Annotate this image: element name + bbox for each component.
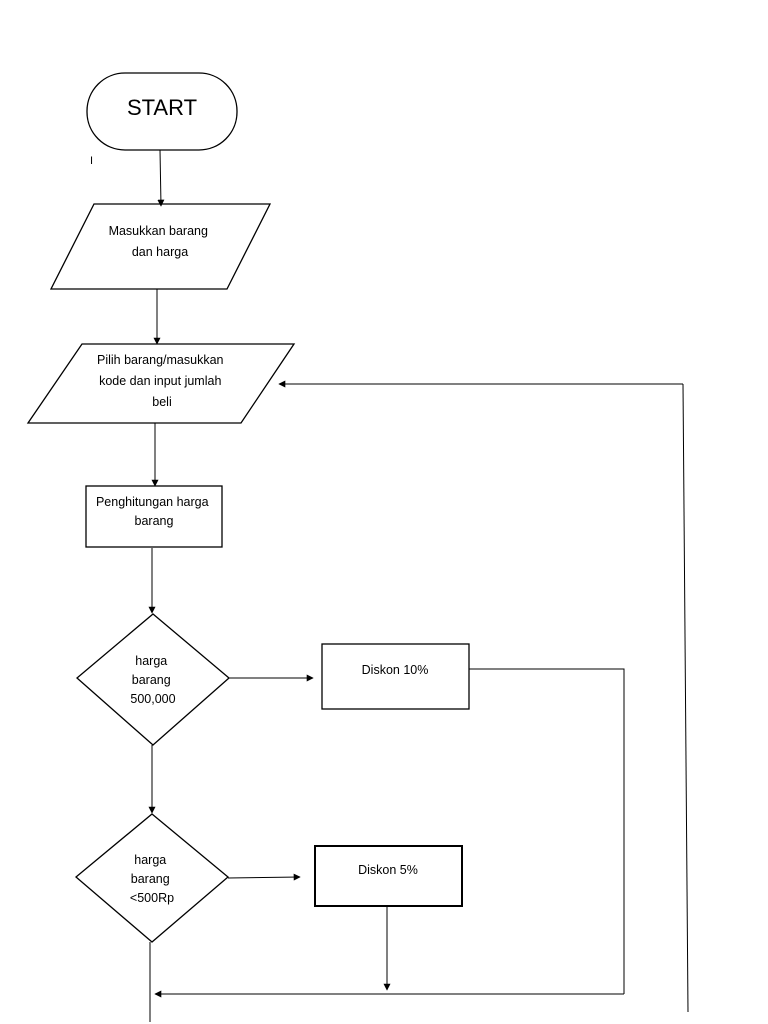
calc-price-label: Penghitungan harga barang: [96, 495, 212, 528]
decision-500000-label: harga barang 500,000: [130, 654, 175, 706]
connector-loop-back-vertical: [682, 383, 689, 1013]
discount-5-label: Diskon 5%: [358, 863, 418, 877]
input-goods-parallelogram: Masukkan barang dan harga: [49, 203, 272, 290]
stray-mark: I: [90, 155, 93, 167]
discount-10-process: Diskon 10%: [321, 643, 470, 710]
start-terminator: START: [86, 72, 238, 151]
calc-price-process: Penghitungan harga barang: [85, 485, 223, 548]
connector-discount10-return: [469, 668, 625, 994]
select-goods-parallelogram: Pilih barang/masukkan kode dan input jum…: [26, 343, 296, 424]
start-label: START: [127, 95, 197, 120]
select-goods-label: Pilih barang/masukkan kode dan input jum…: [97, 353, 227, 409]
decision-500000-diamond: harga barang 500,000: [76, 613, 230, 746]
decision-500rp-diamond: harga barang <500Rp: [74, 813, 230, 943]
decision-500rp-label: harga barang <500Rp: [130, 853, 174, 905]
connector-decision2-to-discount5: [227, 873, 301, 881]
discount-5-process: Diskon 5%: [314, 845, 463, 907]
connectors: [148, 149, 689, 1022]
connector-start-to-input: [157, 149, 165, 207]
discount-10-label: Diskon 10%: [362, 663, 429, 677]
input-goods-label: Masukkan barang dan harga: [109, 224, 212, 259]
